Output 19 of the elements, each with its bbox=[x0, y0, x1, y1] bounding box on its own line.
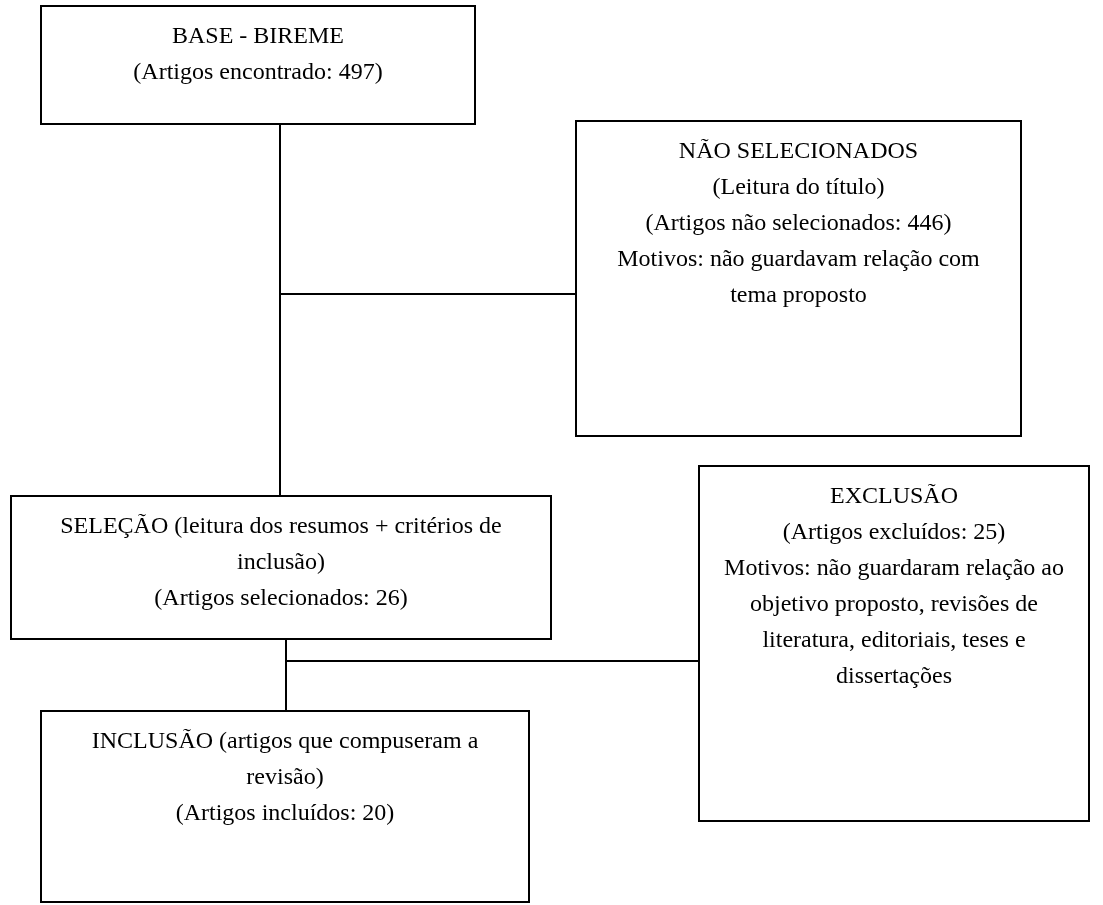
box-text: Motivos: não guardaram relação ao objetivo proposto, revisões de literatura, editoriais, teses e dissertações bbox=[723, 553, 1065, 690]
box-text: EXCLUSÃO bbox=[830, 481, 958, 510]
box-text: SELEÇÃO (leitura dos resumos + critérios de inclusão) bbox=[59, 511, 503, 576]
box-text: INCLUSÃO (artigos que compuseram a revisão) bbox=[90, 726, 480, 791]
process-box bbox=[10, 495, 552, 640]
box-text: NÃO SELECIONADOS bbox=[678, 136, 919, 165]
box-text: BASE - BIREME bbox=[172, 21, 344, 50]
box-text: (Artigos excluídos: 25) bbox=[782, 517, 1006, 546]
box-text: (Leitura do título) bbox=[712, 172, 885, 201]
box-text: (Artigos incluídos: 20) bbox=[175, 798, 395, 827]
process-box bbox=[698, 465, 1090, 822]
box-text: (Artigos encontrado: 497) bbox=[133, 57, 383, 86]
connector-line bbox=[285, 639, 287, 711]
process-box bbox=[40, 710, 530, 903]
box-text: Motivos: não guardavam relação com tema proposto bbox=[616, 244, 981, 309]
process-box bbox=[575, 120, 1022, 437]
process-box bbox=[40, 5, 476, 125]
box-text: (Artigos não selecionados: 446) bbox=[645, 208, 952, 237]
box-text: (Artigos selecionados: 26) bbox=[154, 583, 408, 612]
